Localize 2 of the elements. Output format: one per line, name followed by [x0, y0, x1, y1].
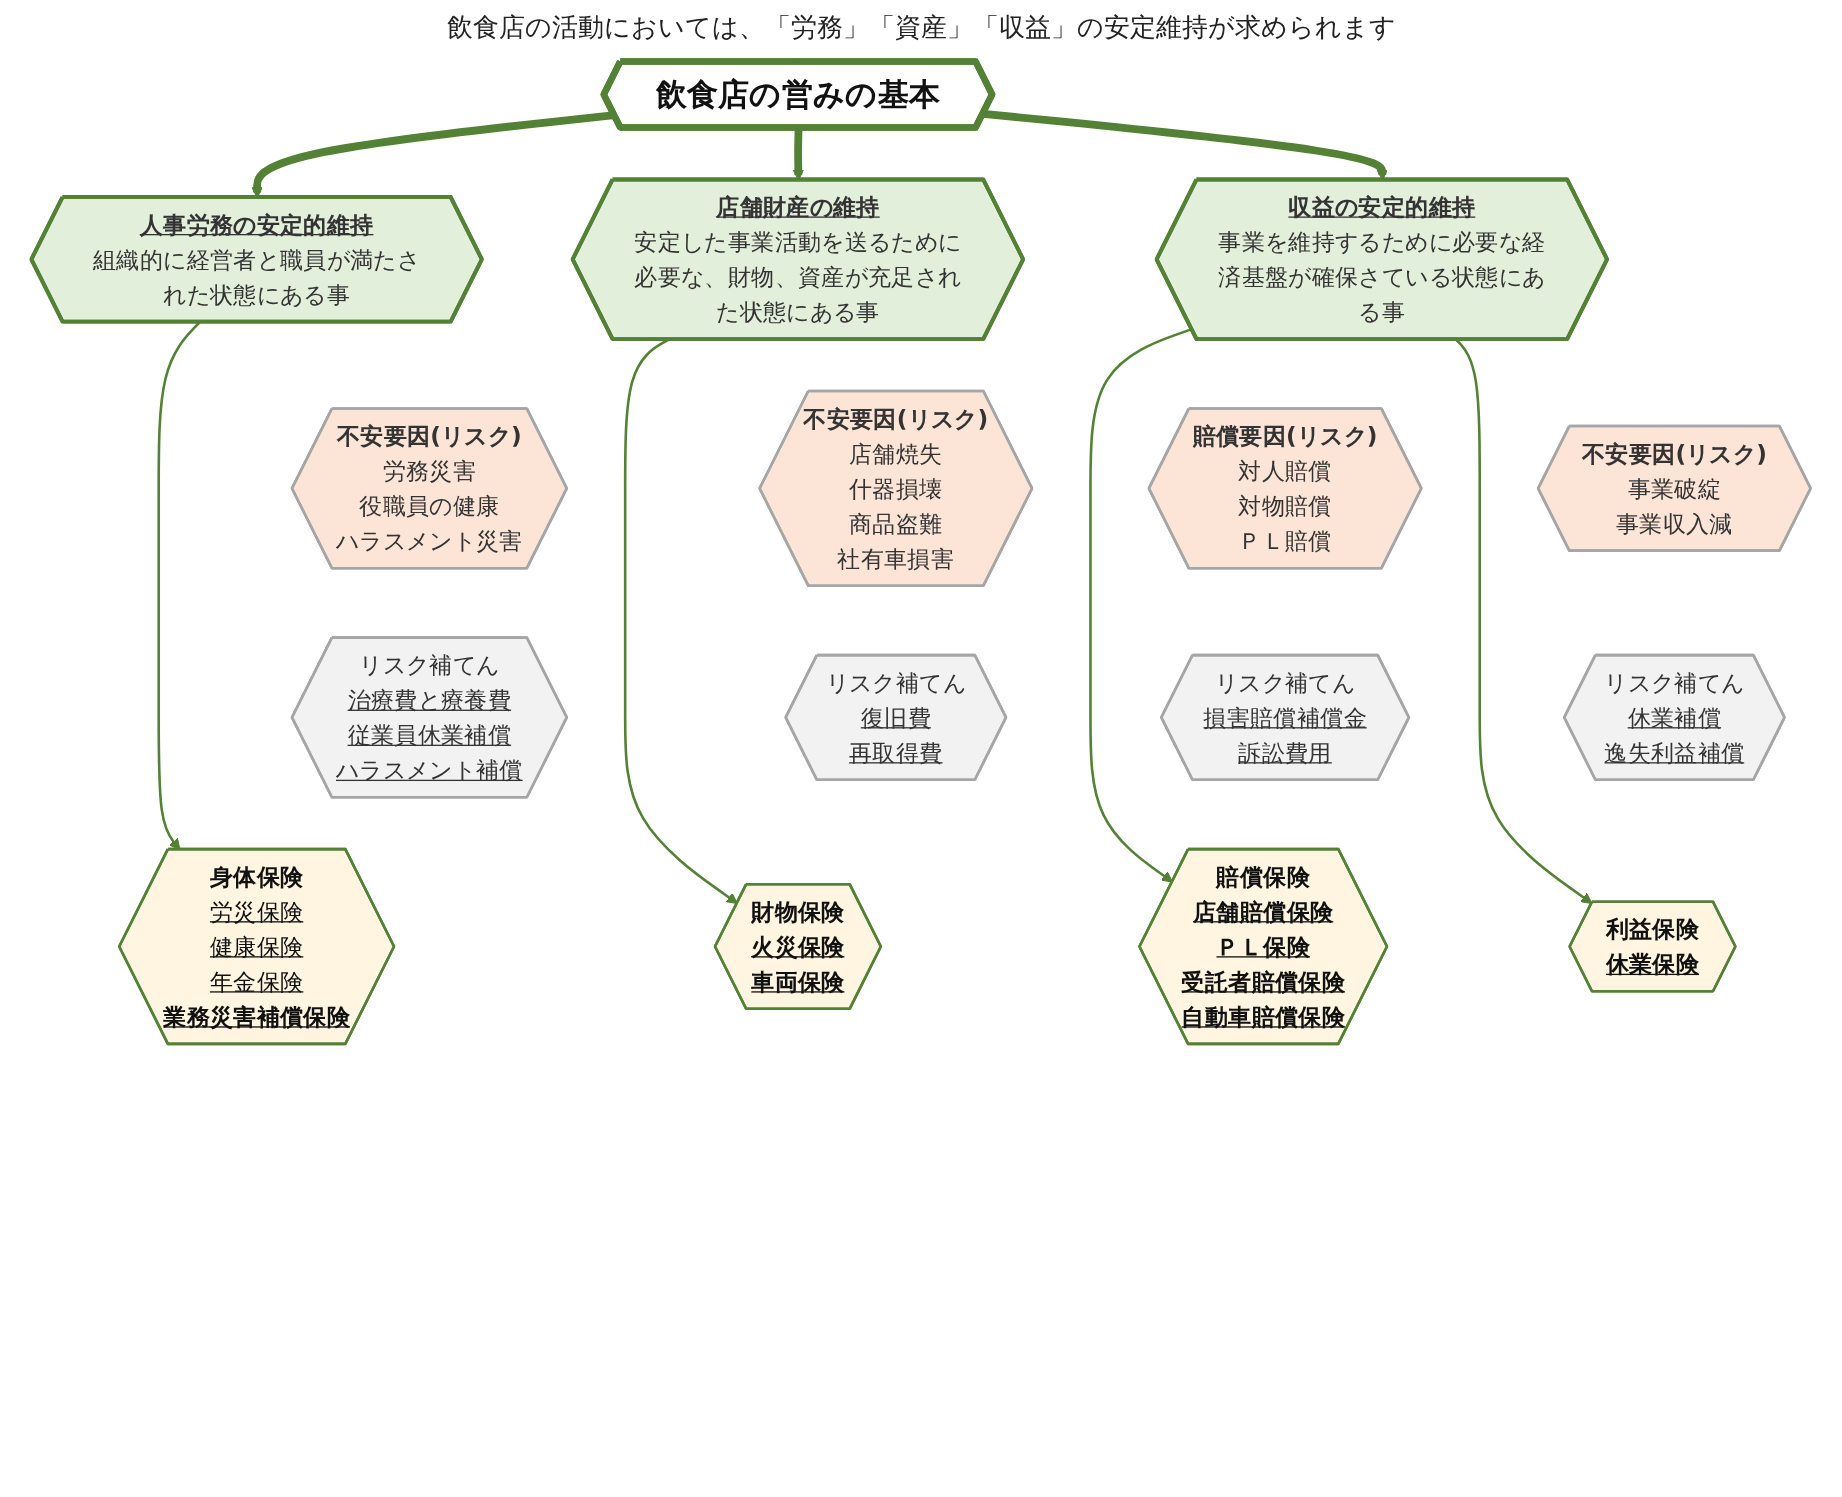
hexagon-diagram: 飲食店の営みの基本 人事労務の安定的維持 組織的に経営者と職員が満たされた状態にある事 不安要因(リスク) 労務災害 役職員の健康 ハラスメント災害 リスク補てん 治療費と療養費 従業員休業補償 ハラスメント補償 身体保険 労災保険 健康保険 年金保険 業務災害補償保険 店舗財産の維持 安定した事業活動を送るために必要な、財物、資産が充足された状態にある事 不安要因(リスク) 店舗焼失 什器損壊 商品盗難 社有車損害 リスク補てん 復旧費 再取得費 財物保険 火災保険 車両保険 収益の安定的維持 事業を維持するために必要な経済基盤が確保さている状態にある事 賠償要因(リスク) 対人賠償 対物賠償 ＰＬ賠償 リスク補てん 損害賠償補償金 訴訟費用 賠償保険 店舗賠償保険 ＰＬ保険 受託者賠償保険 自動車賠償保険 不安要因(リスク) 事業破綻 事業収入減 リスク補てん 休業補償 逸失利益補償 利益保険 休業保険: [21, 51, 1821, 1055]
diagram-title: 飲食店の活動においては、「労務」「資産」「収益」の安定維持が求められます: [445, 11, 1397, 44]
